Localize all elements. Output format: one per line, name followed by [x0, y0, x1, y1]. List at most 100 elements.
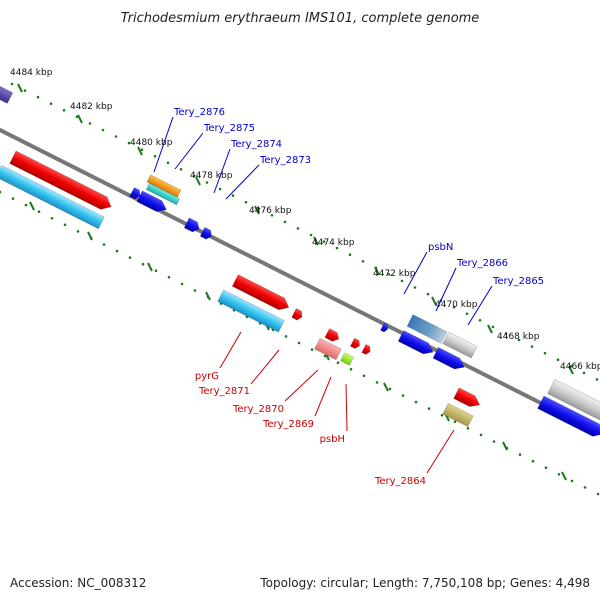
scale-tick-label: 4482 kbp: [70, 102, 113, 112]
scale-dot: [583, 486, 587, 489]
scale-dot: [492, 440, 496, 443]
gene-feature-tery-2870[interactable]: [314, 337, 342, 361]
scale-dot: [297, 341, 301, 345]
gene-label-tery-2875[interactable]: Tery_2875: [203, 123, 255, 134]
gene-label-tery-2876[interactable]: Tery_2876: [173, 107, 225, 118]
major-tick: [561, 471, 567, 481]
gene-feature[interactable]: [547, 378, 600, 422]
gene-feature-psbn[interactable]: [380, 322, 390, 333]
scale-dot: [582, 371, 586, 375]
gene-feature-tery-2873[interactable]: [199, 226, 213, 240]
scale-dot: [387, 273, 391, 276]
gene-feature[interactable]: [231, 274, 291, 314]
gene-label-tery-2866[interactable]: Tery_2866: [456, 258, 508, 269]
leader-line: [435, 267, 457, 312]
gene-feature-tery-2876[interactable]: [146, 174, 182, 198]
gene-feature-tery-2874[interactable]: [183, 217, 201, 234]
scale-dot: [336, 361, 340, 365]
major-tick: [205, 291, 211, 301]
scale-dot: [400, 279, 404, 283]
scale-tick-label: 4470 kbp: [435, 300, 478, 310]
scale-dot: [517, 338, 521, 342]
scale-dot: [257, 207, 261, 210]
gene-feature[interactable]: [136, 190, 169, 215]
gene-feature[interactable]: [397, 330, 436, 358]
scale-dot: [179, 168, 183, 171]
scale-dot: [0, 190, 2, 194]
major-tick: [502, 441, 508, 451]
scale-dot: [531, 459, 535, 463]
gene-label-tery-2873[interactable]: Tery_2873: [259, 155, 311, 166]
scale-dot: [414, 400, 418, 404]
accession-text: Accession: NC_008312: [10, 576, 146, 590]
scale-tick-label: 4466 kbp: [560, 362, 600, 372]
scale-dot: [218, 187, 222, 191]
scale-dot: [556, 358, 560, 362]
gene-label-tery-2871[interactable]: Tery_2871: [198, 386, 250, 397]
scale-dot: [36, 95, 40, 99]
gene-feature[interactable]: [0, 164, 105, 230]
major-tick: [487, 324, 493, 334]
scale-dot: [440, 413, 444, 417]
label-leader-lines: [153, 116, 493, 474]
scale-dot: [596, 492, 600, 496]
scale-dot: [518, 453, 522, 456]
gene-label-psbn[interactable]: psbN: [428, 242, 453, 253]
scale-dot: [466, 427, 470, 430]
scale-dot: [322, 240, 326, 243]
gene-feature-tery-2865[interactable]: [432, 347, 467, 372]
gene-feature[interactable]: [129, 187, 143, 201]
leader-line: [284, 369, 319, 402]
scale-dot: [557, 473, 561, 476]
gene-feature[interactable]: [0, 84, 14, 104]
major-tick: [568, 365, 574, 375]
gene-feature[interactable]: [361, 344, 372, 355]
leader-line: [345, 383, 348, 432]
scale-dot: [283, 220, 287, 224]
scale-dot: [141, 262, 145, 266]
genome-summary-text: Topology: circular; Length: 7,750,108 bp…: [259, 576, 590, 590]
scale-tick-label: 4480 kbp: [130, 138, 173, 148]
gene-label-tery-2864[interactable]: Tery_2864: [374, 476, 426, 487]
scale-dot: [375, 381, 379, 384]
gene-feature-psbh[interactable]: [340, 352, 354, 366]
scale-dot: [23, 89, 27, 92]
gene-feature-tery-2871[interactable]: [291, 308, 305, 322]
scale-dot: [102, 243, 106, 246]
gene-feature-pyrg[interactable]: [217, 289, 285, 333]
scale-dot: [154, 269, 158, 273]
gene-feature[interactable]: [442, 331, 478, 359]
scale-dot: [491, 325, 495, 329]
gene-feature-tery-2866[interactable]: [406, 314, 448, 344]
gene-feature-tery-2869[interactable]: [349, 337, 361, 350]
scale-dot: [544, 466, 548, 470]
scale-dot: [193, 289, 197, 292]
gene-label-tery-2869[interactable]: Tery_2869: [262, 419, 314, 430]
gene-label-tery-2874[interactable]: Tery_2874: [230, 139, 282, 150]
map-title: Trichodesmium erythraeum IMS101, complet…: [121, 11, 480, 26]
genome-backbone: [0, 127, 600, 436]
scale-dot: [284, 335, 288, 338]
gene-feature[interactable]: [453, 387, 483, 410]
scale-dot: [127, 141, 131, 145]
gene-feature-tery-2875[interactable]: [145, 182, 181, 206]
gene-label-tery-2870[interactable]: Tery_2870: [232, 404, 284, 415]
scale-dot: [543, 351, 547, 355]
gene-feature-tery-2864[interactable]: [442, 402, 474, 428]
gene-label-pyrg[interactable]: pyrG: [195, 371, 219, 382]
scale-dot: [76, 230, 80, 233]
gene-label-psbh[interactable]: psbH: [320, 434, 345, 445]
leader-line: [153, 116, 174, 173]
gene-label-tery-2865[interactable]: Tery_2865: [492, 276, 544, 287]
scale-dot: [452, 305, 456, 309]
scale-dot: [296, 227, 300, 230]
gene-feature[interactable]: [324, 328, 341, 344]
scale-dot: [570, 479, 574, 483]
scale-dot: [37, 210, 41, 213]
gene-feature[interactable]: [9, 150, 115, 213]
scale-tick-label: 4468 kbp: [497, 332, 540, 342]
gene-feature[interactable]: [537, 395, 600, 440]
leader-line: [174, 132, 204, 170]
scale-dot: [115, 249, 119, 253]
